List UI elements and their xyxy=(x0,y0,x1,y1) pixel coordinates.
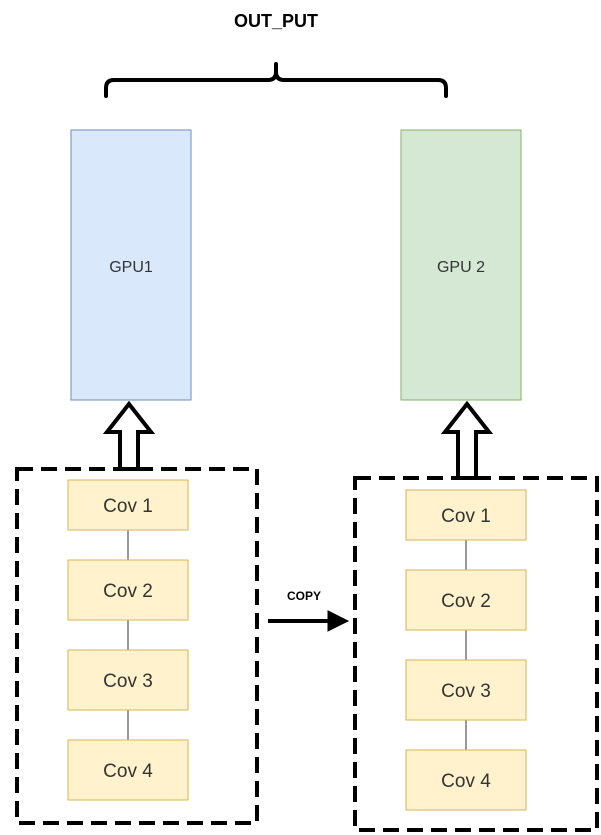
left-layer-label: Cov 2 xyxy=(103,581,153,602)
gpu1-label: GPU1 xyxy=(109,259,153,276)
gpu1-box xyxy=(70,129,192,401)
left-layer-label: Cov 3 xyxy=(103,671,153,692)
right-layer-label: Cov 1 xyxy=(441,506,491,527)
left-up-arrow-icon xyxy=(102,400,156,471)
gpu2-box xyxy=(400,129,522,401)
right-layer-label: Cov 4 xyxy=(441,771,491,792)
left-layer-label: Cov 4 xyxy=(103,761,153,782)
right-layer-label: Cov 2 xyxy=(441,591,491,612)
copy-arrow-head-icon xyxy=(327,610,350,632)
right-layer-label: Cov 3 xyxy=(441,681,491,702)
left-layer-box xyxy=(67,649,189,711)
output-title: OUT_PUT xyxy=(234,11,318,31)
left-layer-label: Cov 1 xyxy=(103,496,153,517)
right-up-arrow-icon xyxy=(440,400,494,480)
right-layer-box xyxy=(405,569,527,631)
left-layer-group xyxy=(15,467,259,825)
right-layer-box xyxy=(405,659,527,721)
left-layer-box xyxy=(67,739,189,801)
copy-label: COPY xyxy=(287,589,321,603)
output-brace xyxy=(104,62,448,98)
gpu2-label: GPU 2 xyxy=(437,259,485,276)
left-layer-box xyxy=(67,479,189,531)
right-layer-group xyxy=(353,476,599,832)
right-layer-box xyxy=(405,489,527,541)
left-layer-box xyxy=(67,559,189,621)
right-layer-box xyxy=(405,749,527,811)
